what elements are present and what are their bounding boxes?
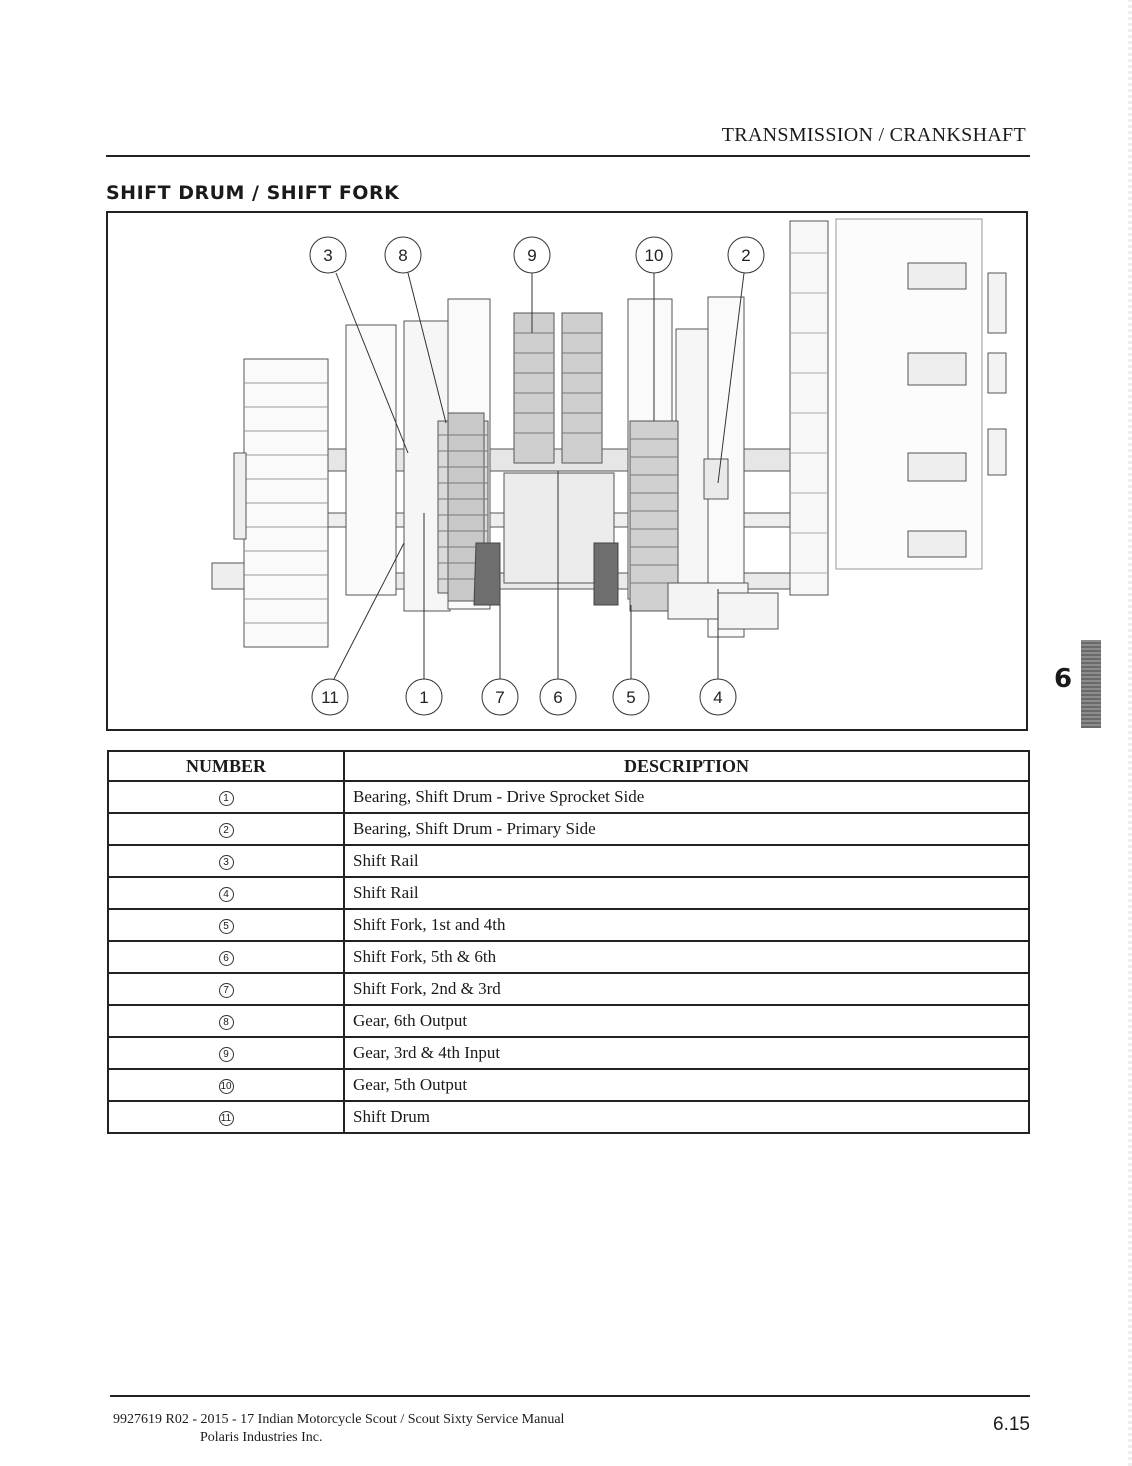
table-header-row: NUMBER DESCRIPTION xyxy=(107,750,1030,782)
callout-label: 6 xyxy=(553,688,562,707)
table-row: 8 Gear, 6th Output xyxy=(107,1004,1030,1038)
part-description: Bearing, Shift Drum - Drive Sprocket Sid… xyxy=(343,780,1030,814)
callout-10: 10 xyxy=(635,236,673,274)
header-divider xyxy=(106,155,1030,157)
part-number: 1 xyxy=(218,791,234,806)
callout-4: 4 xyxy=(699,678,737,716)
callout-5: 5 xyxy=(612,678,650,716)
part-description: Gear, 3rd & 4th Input xyxy=(343,1036,1030,1070)
table-row: 1 Bearing, Shift Drum - Drive Sprocket Si… xyxy=(107,780,1030,814)
callout-label: 9 xyxy=(527,246,536,265)
table-row: 2 Bearing, Shift Drum - Primary Side xyxy=(107,812,1030,846)
callout-7: 7 xyxy=(481,678,519,716)
callout-2: 2 xyxy=(727,236,765,274)
callout-9: 9 xyxy=(513,236,551,274)
part-description: Gear, 5th Output xyxy=(343,1068,1030,1102)
table-row: 6 Shift Fork, 5th & 6th xyxy=(107,940,1030,974)
footer-publisher: Polaris Industries Inc. xyxy=(200,1430,323,1445)
callout-label: 7 xyxy=(495,688,504,707)
section-title: SHIFT DRUM / SHIFT FORK xyxy=(106,182,400,204)
callout-label: 2 xyxy=(741,246,750,265)
transmission-illustration: 3 8 9 10 2 11 1 7 xyxy=(211,218,1007,716)
parts-table-body: 1 Bearing, Shift Drum - Drive Sprocket Si… xyxy=(107,780,1030,1134)
footer-manual-title: 9927619 R02 - 2015 - 17 Indian Motorcycl… xyxy=(113,1412,565,1427)
scan-edge xyxy=(1128,0,1132,1466)
callout-label: 4 xyxy=(713,688,722,707)
footer-divider xyxy=(110,1395,1030,1397)
part-description: Shift Rail xyxy=(343,876,1030,910)
table-row: 7 Shift Fork, 2nd & 3rd xyxy=(107,972,1030,1006)
part-description: Shift Drum xyxy=(343,1100,1030,1134)
table-row: 10 Gear, 5th Output xyxy=(107,1068,1030,1102)
part-number-cell: 8 xyxy=(107,1004,345,1038)
part-number: 5 xyxy=(218,919,234,934)
table-row: 4 Shift Rail xyxy=(107,876,1030,910)
part-number: 4 xyxy=(218,887,234,902)
part-number-cell: 7 xyxy=(107,972,345,1006)
part-number-cell: 3 xyxy=(107,844,345,878)
callout-label: 10 xyxy=(645,246,664,265)
part-number: 3 xyxy=(218,855,234,870)
callout-label: 5 xyxy=(626,688,635,707)
part-number: 8 xyxy=(218,1015,234,1030)
page-number: 6.15 xyxy=(993,1414,1030,1435)
chapter-tab xyxy=(1081,640,1101,728)
part-number: 6 xyxy=(218,951,234,966)
callout-6: 6 xyxy=(539,678,577,716)
part-number-cell: 9 xyxy=(107,1036,345,1070)
part-description: Shift Rail xyxy=(343,844,1030,878)
number-column-header: NUMBER xyxy=(107,750,345,782)
part-description: Shift Fork, 1st and 4th xyxy=(343,908,1030,942)
part-number-cell: 4 xyxy=(107,876,345,910)
part-number: 2 xyxy=(218,823,234,838)
part-number-cell: 1 xyxy=(107,780,345,814)
part-number: 11 xyxy=(218,1111,234,1126)
table-row: 11 Shift Drum xyxy=(107,1100,1030,1134)
part-number-cell: 5 xyxy=(107,908,345,942)
callout-1: 1 xyxy=(405,678,443,716)
description-column-header: DESCRIPTION xyxy=(343,750,1030,782)
callout-3: 3 xyxy=(309,236,347,274)
part-description: Gear, 6th Output xyxy=(343,1004,1030,1038)
part-number-cell: 11 xyxy=(107,1100,345,1134)
callout-8: 8 xyxy=(384,236,422,274)
part-number: 7 xyxy=(218,983,234,998)
chapter-number: 6 xyxy=(1054,664,1073,694)
part-number: 10 xyxy=(218,1079,234,1094)
part-number-cell: 2 xyxy=(107,812,345,846)
exploded-diagram: 3 8 9 10 2 11 1 7 xyxy=(106,211,1028,731)
callout-label: 8 xyxy=(398,246,407,265)
page-header-title: TRANSMISSION / CRANKSHAFT xyxy=(721,124,1026,146)
part-description: Shift Fork, 2nd & 3rd xyxy=(343,972,1030,1006)
part-description: Shift Fork, 5th & 6th xyxy=(343,940,1030,974)
part-number: 9 xyxy=(218,1047,234,1062)
callout-11: 11 xyxy=(311,678,349,716)
part-number-cell: 6 xyxy=(107,940,345,974)
part-description: Bearing, Shift Drum - Primary Side xyxy=(343,812,1030,846)
table-row: 5 Shift Fork, 1st and 4th xyxy=(107,908,1030,942)
callout-label: 1 xyxy=(419,688,428,707)
table-row: 3 Shift Rail xyxy=(107,844,1030,878)
table-row: 9 Gear, 3rd & 4th Input xyxy=(107,1036,1030,1070)
callout-label: 11 xyxy=(321,688,339,707)
part-number-cell: 10 xyxy=(107,1068,345,1102)
callout-label: 3 xyxy=(323,246,332,265)
